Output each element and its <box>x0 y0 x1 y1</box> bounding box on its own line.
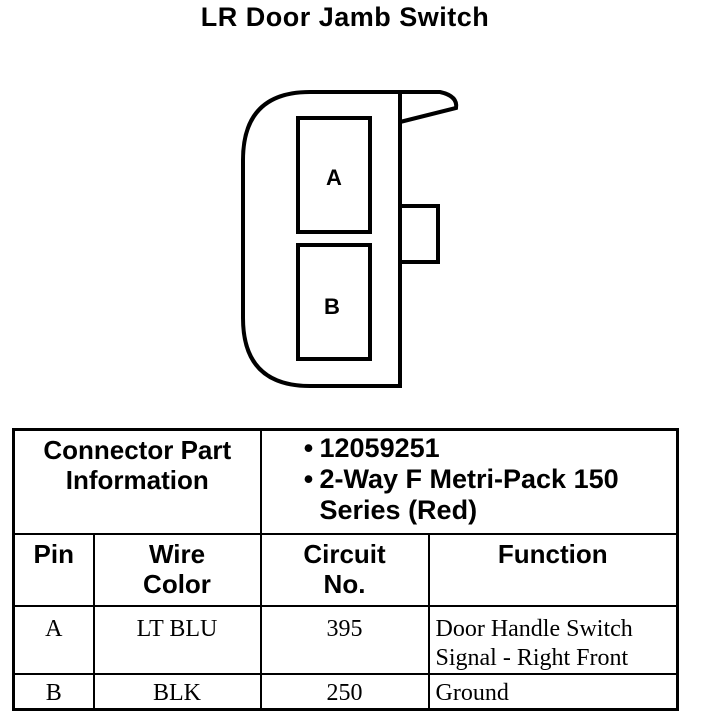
connector-info-table: Connector Part Information • 12059251 • … <box>12 428 679 711</box>
header-circuit: Circuit No. <box>259 532 430 607</box>
row-a-wire-color: LT BLU <box>92 604 262 675</box>
page-title: LR Door Jamb Switch <box>200 2 490 32</box>
row-a-pin: A <box>12 604 95 675</box>
header-function-text: Function <box>497 538 608 569</box>
header-circuit-line1: Circuit <box>303 538 386 569</box>
header-pin-text: Pin <box>33 538 74 569</box>
row-a-function-line2: Signal - Right Front <box>435 644 629 671</box>
row-a-function: Door Handle Switch Signal - Right Front <box>427 604 679 675</box>
table-row: B BLK 250 Ground <box>12 672 679 711</box>
header-pin: Pin <box>12 532 95 607</box>
connector-lock-tab <box>400 204 440 264</box>
bullet: • <box>303 464 314 494</box>
row-b-wire-color: BLK <box>92 672 262 711</box>
header-circuit-line2: No. <box>323 568 366 599</box>
pin-cavity-b <box>296 243 372 361</box>
pin-label-a: A <box>326 165 342 190</box>
header-wire-color: Wire Color <box>92 532 262 607</box>
part-info-row: Connector Part Information • 12059251 • … <box>12 428 679 535</box>
header-row: Pin Wire Color Circuit No. Function <box>12 532 679 607</box>
part-number-item: • 12059251 <box>298 433 677 464</box>
part-info-label-line2: Information <box>65 465 209 495</box>
part-series-item: Series (Red) <box>298 495 677 526</box>
connector-diagram: A B <box>241 90 459 388</box>
part-description-item: • 2-Way F Metri-Pack 150 <box>298 464 677 495</box>
header-wire-color-line2: Color <box>143 568 211 599</box>
part-series: Series (Red) <box>319 495 478 525</box>
row-a-function-line1: Door Handle Switch <box>435 615 633 642</box>
row-b-function: Ground <box>427 672 679 711</box>
connector-latch <box>399 90 459 124</box>
part-info-label-cell: Connector Part Information <box>12 428 262 535</box>
table-row: A LT BLU 395 Door Handle Switch Signal -… <box>12 604 679 675</box>
bullet: • <box>303 433 314 463</box>
header-wire-color-line1: Wire <box>148 538 206 569</box>
pin-cavity-a <box>296 116 372 234</box>
part-info-value-cell: • 12059251 • 2-Way F Metri-Pack 150 Seri… <box>259 428 679 535</box>
pin-label-b: B <box>324 294 340 319</box>
header-function: Function <box>427 532 679 607</box>
row-b-circuit: 250 <box>259 672 430 711</box>
connector-body <box>241 90 402 388</box>
row-a-circuit: 395 <box>259 604 430 675</box>
part-info-label-line1: Connector Part <box>43 435 232 465</box>
part-description: 2-Way F Metri-Pack 150 <box>319 464 619 494</box>
part-number: 12059251 <box>319 433 440 463</box>
row-b-pin: B <box>12 672 95 711</box>
